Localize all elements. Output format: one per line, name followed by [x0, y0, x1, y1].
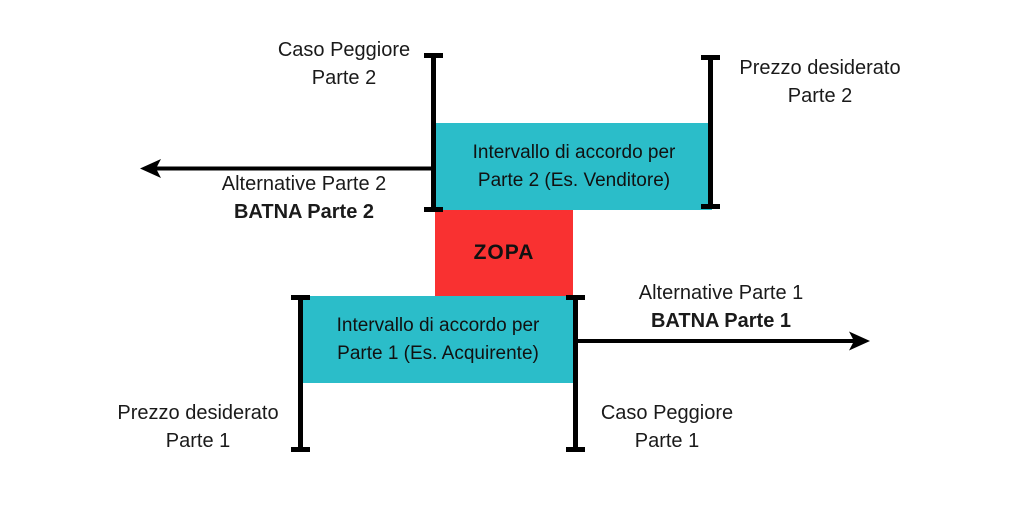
batna-party2-label: BATNA Parte 2	[233, 201, 375, 223]
worst-case-party1-line2: Parte 1	[634, 430, 700, 452]
worst-case-party2-label: Caso Peggiore Parte 2	[278, 36, 410, 92]
desired-price-party1-line1: Prezzo desiderato	[117, 402, 279, 424]
alternatives-party1-line: Alternative Parte 1	[638, 282, 804, 304]
worst-case-party2-line1: Caso Peggiore	[277, 39, 411, 61]
desired-price-party2-label: Prezzo desiderato Parte 2	[739, 54, 900, 110]
zopa-box: ZOPA	[435, 210, 573, 296]
agreement-range-party2-box: Intervallo di accordo per Parte 2 (Es. V…	[436, 123, 712, 210]
agreement-range-party2-label-line1: Intervallo di accordo per	[472, 141, 676, 163]
worst-case-party2-line2: Parte 2	[311, 67, 377, 89]
worst-case-party1-line1: Caso Peggiore	[600, 402, 734, 424]
desired-price-party2-line1: Prezzo desiderato	[739, 57, 901, 79]
alternatives-party2-label: Alternative Parte 2 BATNA Parte 2	[222, 170, 387, 226]
alternatives-party1-label: Alternative Parte 1 BATNA Parte 1	[639, 279, 804, 335]
zopa-label: ZOPA	[473, 241, 535, 264]
worst-case-party1-label: Caso Peggiore Parte 1	[601, 399, 733, 455]
agreement-range-party1-label-line1: Intervallo di accordo per	[336, 314, 540, 336]
agreement-range-party1-label-line2: Parte 1 (Es. Acquirente)	[337, 342, 539, 364]
desired-price-party1-line2: Parte 1	[165, 430, 231, 452]
batna-party1-label: BATNA Parte 1	[650, 310, 792, 332]
alternatives-party2-line: Alternative Parte 2	[221, 173, 387, 195]
desired-price-party1-label: Prezzo desiderato Parte 1	[117, 399, 278, 455]
agreement-range-party1-box: Intervallo di accordo per Parte 1 (Es. A…	[301, 296, 575, 383]
agreement-range-party2-label-line2: Parte 2 (Es. Venditore)	[477, 169, 671, 191]
desired-price-party2-line2: Parte 2	[787, 85, 853, 107]
